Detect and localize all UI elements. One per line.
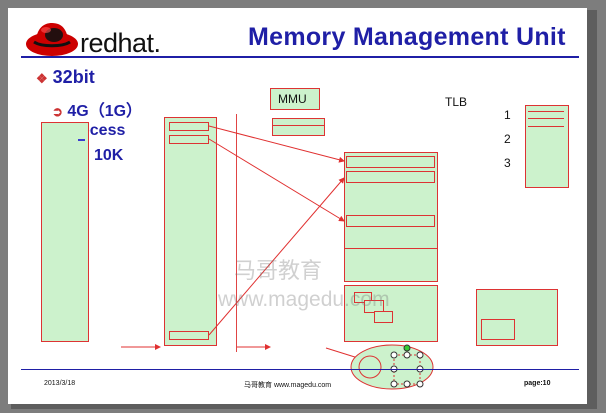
- mmu-box[interactable]: [270, 88, 320, 110]
- virtual-memory-column[interactable]: [164, 117, 217, 346]
- slide-shadow-right: [587, 10, 597, 407]
- small-block[interactable]: [354, 292, 372, 303]
- bullet-text: 32bit: [52, 67, 95, 87]
- shape-circle: [358, 355, 382, 379]
- mapping-arrow: [208, 177, 345, 336]
- mmu-label: MMU: [278, 92, 307, 106]
- page-entry[interactable]: [169, 331, 209, 340]
- page-number: 10: [542, 380, 551, 387]
- address-space-box[interactable]: [41, 122, 89, 342]
- mapping-arrow: [208, 125, 345, 163]
- watermark-url: www.magedu.com: [218, 288, 390, 311]
- tlb-entry-line: [528, 126, 564, 127]
- bullet-text: 4G（1G）: [67, 103, 143, 120]
- divider-line: [236, 114, 237, 352]
- box-marker: [78, 139, 85, 141]
- page-frame[interactable]: [346, 171, 435, 183]
- page-entry[interactable]: [169, 135, 209, 144]
- bullet-level2: ➲ 4G（1G）: [52, 97, 142, 121]
- arrow-layer: [121, 125, 434, 390]
- mmu-register-box[interactable]: [272, 118, 325, 136]
- slide-shadow-bottom: [11, 404, 597, 409]
- tlb-entry-line: [528, 118, 564, 119]
- tlb-number: 2: [504, 132, 511, 146]
- tlb-number: 1: [504, 108, 511, 122]
- title-divider: [21, 56, 579, 58]
- mapping-arrow: [208, 138, 345, 222]
- slide: redhat. Memory Management Unit ❖ 32bit ➲…: [8, 8, 587, 404]
- bullet-level1: ❖ 32bit: [36, 67, 95, 88]
- tlb-entry-line: [528, 111, 564, 112]
- bullet-size: 10K: [94, 147, 124, 164]
- logo-wordmark: redhat.: [80, 28, 161, 58]
- footer-date: 2013/3/18: [44, 380, 76, 387]
- watermark-cn: 马哥教育: [234, 258, 323, 283]
- page-frame[interactable]: [346, 156, 435, 168]
- small-block[interactable]: [374, 311, 393, 323]
- tlb-number: 3: [504, 156, 511, 170]
- process-sub-box[interactable]: [481, 319, 515, 340]
- footer-center: 马哥教育 www.magedu.com: [244, 382, 332, 389]
- footer-divider: [21, 369, 579, 370]
- register-divider: [273, 125, 324, 126]
- tlb-label: TLB: [445, 95, 468, 109]
- arrow-bullet-icon: ➲: [52, 104, 63, 119]
- memory-divider: [345, 248, 438, 249]
- slide-title: Memory Management Unit: [248, 23, 566, 51]
- redhat-logo-icon: [26, 23, 78, 56]
- footer-page: page:10: [524, 380, 550, 387]
- page-label: page:: [524, 380, 543, 387]
- connector-arrow: [325, 347, 359, 359]
- page-entry[interactable]: [169, 122, 209, 131]
- page-frame[interactable]: [346, 215, 435, 227]
- diamond-bullet-icon: ❖: [36, 71, 48, 86]
